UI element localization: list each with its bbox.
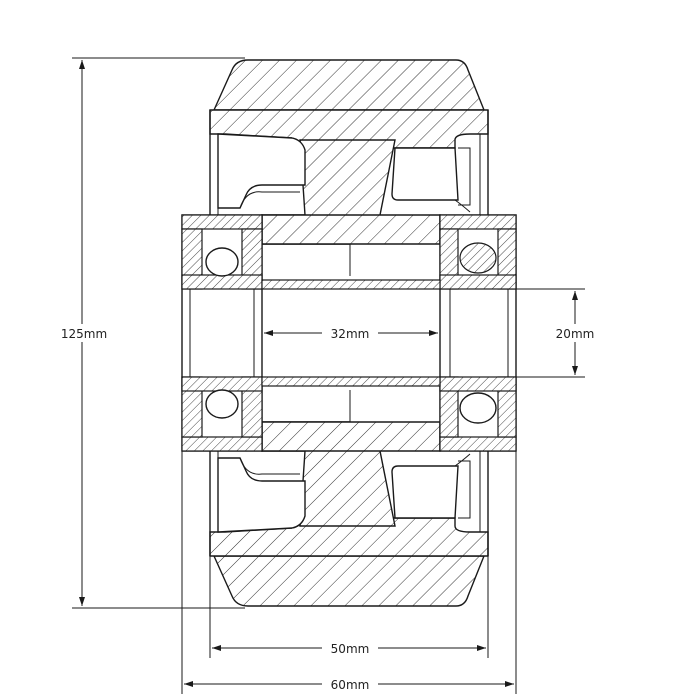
dimension-label-50mm: 50mm xyxy=(331,642,370,656)
spacer-tube xyxy=(261,243,441,423)
cavity-top-right xyxy=(391,147,471,213)
bearing-left xyxy=(181,214,263,452)
dimension-60mm: 60mm xyxy=(181,451,517,694)
dimension-20mm: 20mm xyxy=(516,288,602,378)
dimension-125mm: 125mm xyxy=(56,57,245,609)
dimension-50mm: 50mm xyxy=(209,556,489,658)
hub-top xyxy=(261,214,441,276)
tire-bottom xyxy=(212,555,486,607)
hub-bottom xyxy=(261,390,441,452)
cavity-bottom-right xyxy=(391,453,471,519)
bearing-right xyxy=(439,214,517,452)
dimension-label-60mm: 60mm xyxy=(331,678,370,692)
dimension-label-125mm: 125mm xyxy=(61,327,107,341)
cavity-top-left xyxy=(217,133,306,209)
cavity-bottom-left xyxy=(217,457,306,533)
dimension-label-32mm: 32mm xyxy=(331,327,370,341)
dimension-32mm: 32mm xyxy=(264,324,438,342)
tire-top xyxy=(212,59,486,111)
dimension-label-20mm: 20mm xyxy=(556,327,595,341)
